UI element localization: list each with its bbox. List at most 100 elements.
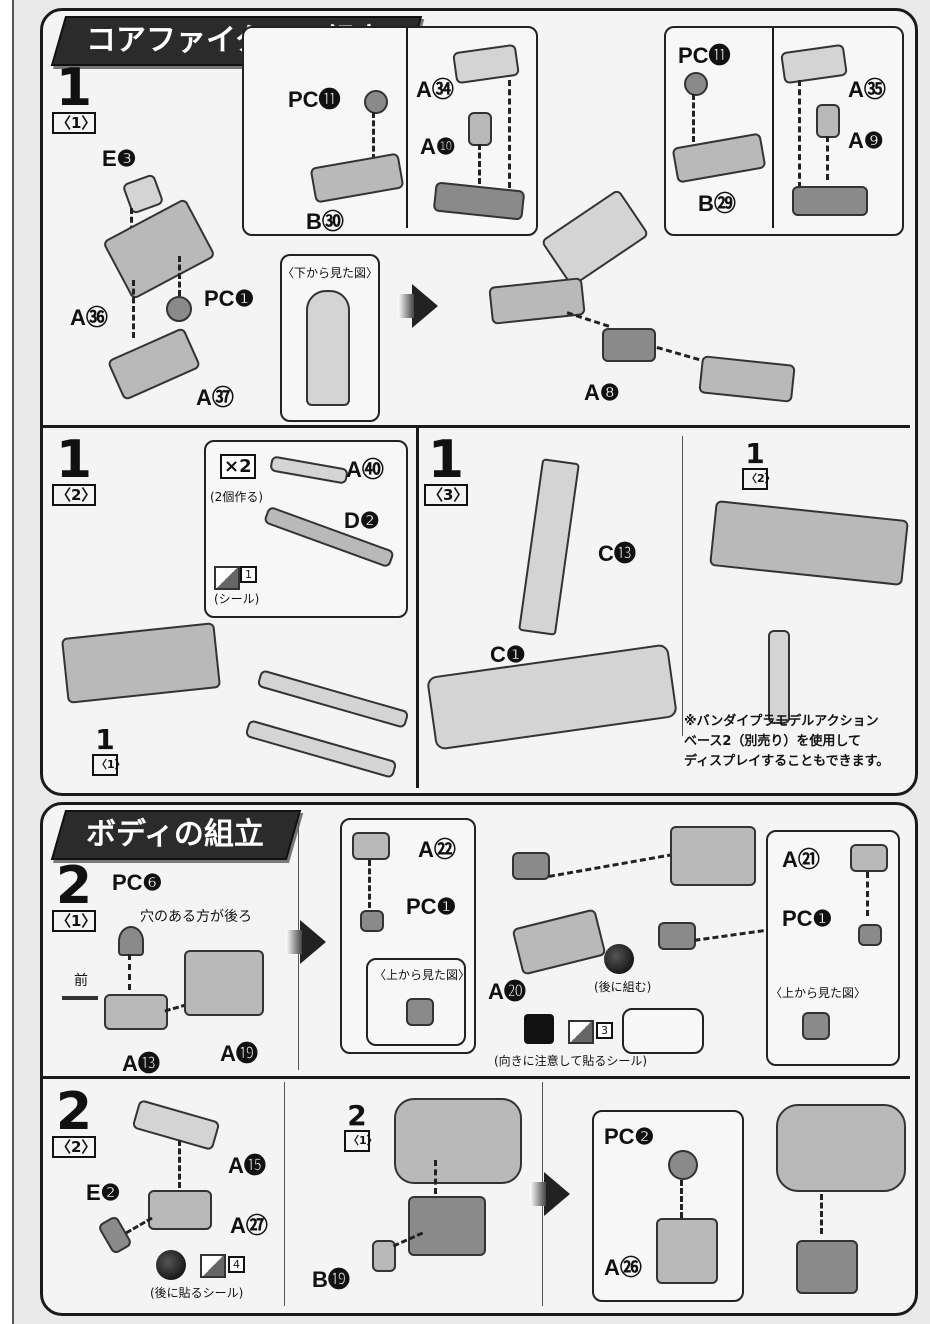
seal-icon-1 — [214, 566, 240, 590]
part-body-assembly — [394, 1098, 522, 1184]
arrow-pc6 — [128, 954, 131, 990]
part-bottom-view — [306, 290, 350, 406]
arrow-pc11-a — [372, 112, 375, 160]
arrow-a15 — [178, 1140, 181, 1188]
part-body-lower — [408, 1196, 486, 1256]
arrow-body-complete — [820, 1194, 823, 1234]
part-pc1-a — [360, 910, 384, 932]
seal-icon-4 — [200, 1254, 226, 1278]
label-a13: A⓭ — [122, 1051, 160, 1076]
label-a20: A⓴ — [488, 979, 526, 1004]
label-a36: A㊱ — [70, 305, 108, 330]
part-a8 — [602, 328, 656, 362]
label-b30: B㉚ — [306, 209, 344, 234]
seal-direction-note: (向きに注意して貼るシール) — [494, 1054, 648, 1068]
part-a22 — [352, 832, 390, 860]
arrow-a10 — [478, 144, 481, 184]
label-c1: C❶ — [490, 642, 526, 667]
part-body-frame — [670, 826, 756, 886]
step-1-2: 1 〈2〉 — [52, 434, 96, 506]
label-a34: A㉞ — [416, 77, 454, 102]
label-e2: E❷ — [86, 1180, 121, 1205]
part-pc6 — [118, 926, 144, 956]
core-fighter-col-divider — [416, 427, 419, 788]
ref-step-1-2: 1 〈2〉 — [742, 440, 776, 490]
label-b29: B㉙ — [698, 191, 736, 216]
part-body-complete — [776, 1104, 906, 1192]
label-a27: A㉗ — [230, 1213, 268, 1238]
label-a40: A㊵ — [346, 457, 384, 482]
seal-number-1: 1 — [240, 566, 257, 583]
part-a27 — [148, 1190, 212, 1230]
arrow-a34 — [508, 80, 511, 188]
detail-panel-left-split — [406, 28, 408, 228]
label-b19: B⓳ — [312, 1267, 350, 1292]
view-above-label-b: 〈上から見た図〉 — [770, 986, 867, 1000]
arrow-body-lower — [434, 1160, 437, 1194]
view-above-label-a: 〈上から見た図〉 — [374, 968, 471, 982]
body-row-divider — [42, 1076, 910, 1079]
seal-later-label: (後に貼るシール) — [150, 1286, 244, 1300]
part-a9 — [816, 104, 840, 138]
arrow-a35 — [798, 80, 801, 188]
body-title: ボディの組立 — [50, 810, 302, 860]
step-1-3: 1 〈3〉 — [424, 434, 468, 506]
part-pc2 — [668, 1150, 698, 1180]
label-c13: C⓭ — [598, 541, 636, 566]
label-a10: A❿ — [420, 134, 456, 159]
ref-step-2-1: 2 〈1〉 — [344, 1102, 378, 1152]
arrow-a22 — [368, 860, 371, 908]
arrow-a9 — [826, 136, 829, 180]
step-2-2: 2 〈2〉 — [52, 1086, 96, 1158]
label-pc2: PC❷ — [604, 1124, 655, 1149]
step-2-1-next-arrow — [286, 920, 326, 964]
part-connector-right — [658, 922, 696, 950]
step-1-1: 1 〈1〉 — [52, 62, 96, 134]
step-2-2-split-a — [284, 1082, 285, 1306]
label-a15: A⓯ — [228, 1153, 266, 1178]
part-pc1 — [166, 296, 192, 322]
seal-number-3: 3 — [596, 1022, 613, 1039]
arrow-pc2 — [680, 1180, 683, 1218]
label-a9: A❾ — [848, 128, 884, 153]
label-e3: E❸ — [102, 146, 137, 171]
front-label: 前 — [74, 973, 88, 989]
seal-direction-panel — [622, 1008, 704, 1054]
arrow-a37 — [132, 280, 135, 338]
part-a19 — [184, 950, 264, 1016]
label-pc1-a: PC❶ — [406, 894, 457, 919]
stand-col-divider — [682, 436, 683, 736]
arrow-pc1 — [178, 256, 181, 296]
part-wing-base-right — [792, 186, 868, 216]
seal-icon-3 — [568, 1020, 594, 1044]
seal-number-4: 4 — [228, 1256, 245, 1273]
core-fighter-row-divider — [42, 425, 910, 428]
part-view-above-b — [802, 1012, 830, 1040]
step-2-2-next-arrow — [530, 1172, 570, 1216]
view-from-below-label: 〈下から見た図〉 — [282, 266, 379, 280]
part-pc1-b — [858, 924, 882, 946]
label-d2: D❷ — [344, 508, 380, 533]
arrow-pc11-b — [692, 94, 695, 142]
label-pc11-b: PC⓫ — [678, 43, 731, 68]
stand-note: ※バンダイプラモデルアクション ベース2（別売り）を使用して ディスプレイするこ… — [684, 714, 890, 769]
detail-panel-right-split — [772, 28, 774, 228]
part-a21 — [850, 844, 888, 872]
label-a19: A⓳ — [220, 1041, 258, 1066]
label-a35: A㉟ — [848, 77, 886, 102]
hole-note: 穴のある方が後ろ — [140, 909, 252, 925]
label-pc1: PC❶ — [204, 286, 255, 311]
arrow-a21 — [866, 872, 869, 916]
label-pc6: PC❻ — [112, 870, 163, 895]
label-a37: A㊲ — [196, 385, 234, 410]
ref-step-1-1: 1 〈1〉 — [92, 726, 126, 776]
page-edge-strip — [0, 0, 14, 1324]
label-a26: A㉖ — [604, 1255, 642, 1280]
part-view-above-a — [406, 998, 434, 1026]
label-a8: A❽ — [584, 380, 620, 405]
part-pc11-a — [364, 90, 388, 114]
label-pc1-b: PC❶ — [782, 906, 833, 931]
part-pc11-b — [684, 72, 708, 96]
part-action-base-post — [768, 630, 790, 724]
label-a21: A㉑ — [782, 847, 820, 872]
